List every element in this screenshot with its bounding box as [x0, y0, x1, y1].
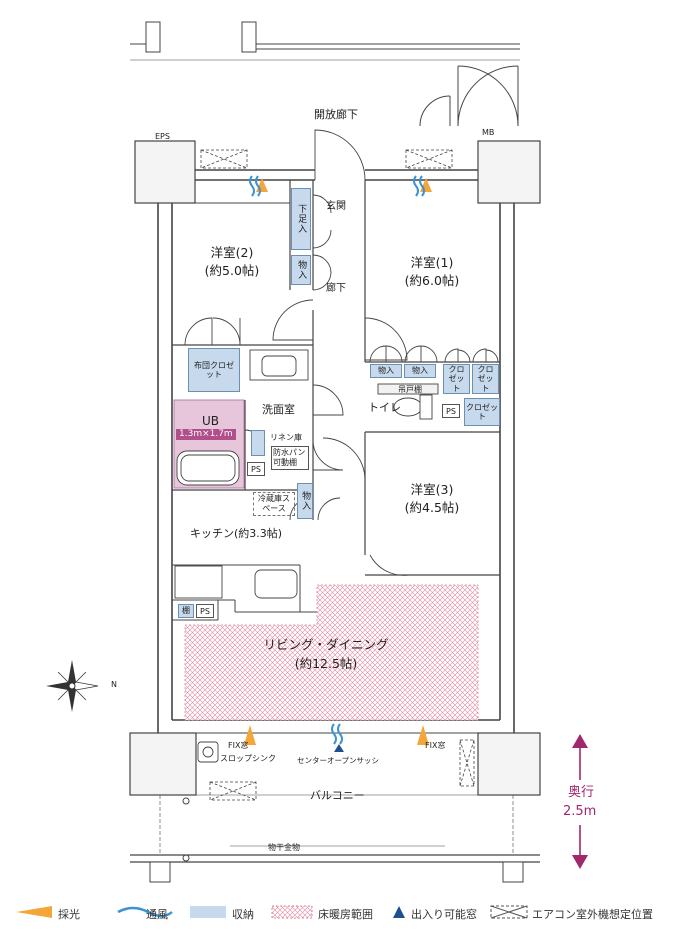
living-name: リビング・ダイニング	[263, 637, 389, 652]
upper-structure	[130, 21, 520, 127]
western1-closet-b: クロゼット	[472, 364, 499, 394]
legend-daylight: 採光	[58, 908, 80, 921]
legend-access-window: 出入り可能窓	[411, 908, 477, 921]
mb-label: MB	[482, 128, 495, 137]
ps-toilet: PS	[442, 404, 460, 418]
western2-name: 洋室(2)	[210, 245, 254, 260]
washroom-shelf	[251, 430, 265, 456]
depth-label: 奥行	[568, 785, 595, 800]
ventilation-marks	[249, 175, 425, 745]
floor-heating-area	[184, 584, 479, 721]
ub-label: UB	[202, 414, 220, 428]
kitchen-storage: 物入	[297, 483, 313, 519]
columns	[129, 140, 541, 796]
fix-window-right: FIX窓	[425, 741, 446, 750]
western1-name: 洋室(1)	[410, 255, 454, 270]
toilet-label: トイレ	[368, 401, 401, 414]
entrance-storage: 物入	[291, 255, 311, 285]
ps-washroom: PS	[247, 462, 265, 476]
shoe-storage: 下足入	[291, 188, 311, 250]
ps-kitchen: PS	[196, 604, 214, 618]
depth-arrow	[572, 734, 588, 869]
hanging-shelf-label: 吊戸棚	[398, 385, 422, 394]
fixtures	[173, 349, 439, 763]
legend-graphics	[16, 905, 528, 919]
futon-closet: 布団クロゼット	[188, 348, 240, 392]
hallway-label: 廊下	[326, 283, 346, 294]
legend: 採光 通風 収納 床暖房範囲 出入り可能窓 エアコン室外機想定位置	[14, 906, 674, 924]
legend-ac-unit: エアコン室外機想定位置	[532, 908, 653, 921]
kitchen-label: キッチン(約3.3帖)	[190, 527, 283, 540]
ub-size: 1.3m×1.7m	[176, 429, 236, 441]
western1-closet-a: クロゼット	[443, 364, 470, 394]
balcony	[130, 794, 540, 883]
fridge-label: 冷蔵庫スペース	[253, 492, 295, 516]
western1-storage-a: 物入	[370, 364, 402, 378]
depth-value: 2.5m	[563, 804, 597, 819]
washroom-label: 洗面室	[262, 403, 295, 416]
western2-size: (約5.0帖)	[204, 263, 260, 278]
fix-window-left: FIX窓	[228, 741, 249, 750]
waterproof-pan-label: 防水パン可動棚	[271, 446, 309, 470]
legend-ventilation: 通風	[146, 908, 168, 921]
entrance-label: 玄関	[326, 201, 346, 212]
western1-size: (約6.0帖)	[404, 273, 460, 288]
north-label: N	[111, 680, 117, 689]
walls	[157, 169, 515, 734]
balcony-label: バルコニー	[310, 789, 365, 802]
compass-icon	[46, 660, 99, 712]
corridor-label: 開放廊下	[314, 108, 358, 121]
linen-label: リネン庫	[270, 433, 302, 442]
western3-closet: クロゼット	[464, 398, 500, 426]
drying-rack-label: 物干金物	[268, 843, 300, 852]
center-sash-label: センターオープンサッシ	[296, 756, 380, 765]
legend-floor-heating: 床暖房範囲	[318, 908, 373, 921]
ac-unit-positions	[200, 149, 475, 801]
western3-name: 洋室(3)	[410, 482, 454, 497]
legend-storage: 収納	[232, 908, 254, 921]
doors	[184, 129, 499, 576]
slop-sink-label: スロップシンク	[220, 754, 276, 763]
living-size: (約12.5帖)	[294, 656, 358, 671]
eps-label: EPS	[155, 132, 170, 141]
access-window-mark	[334, 744, 344, 752]
kitchen-shelf: 棚	[178, 604, 194, 618]
western3-size: (約4.5帖)	[404, 500, 460, 515]
western1-storage-b: 物入	[404, 364, 436, 378]
